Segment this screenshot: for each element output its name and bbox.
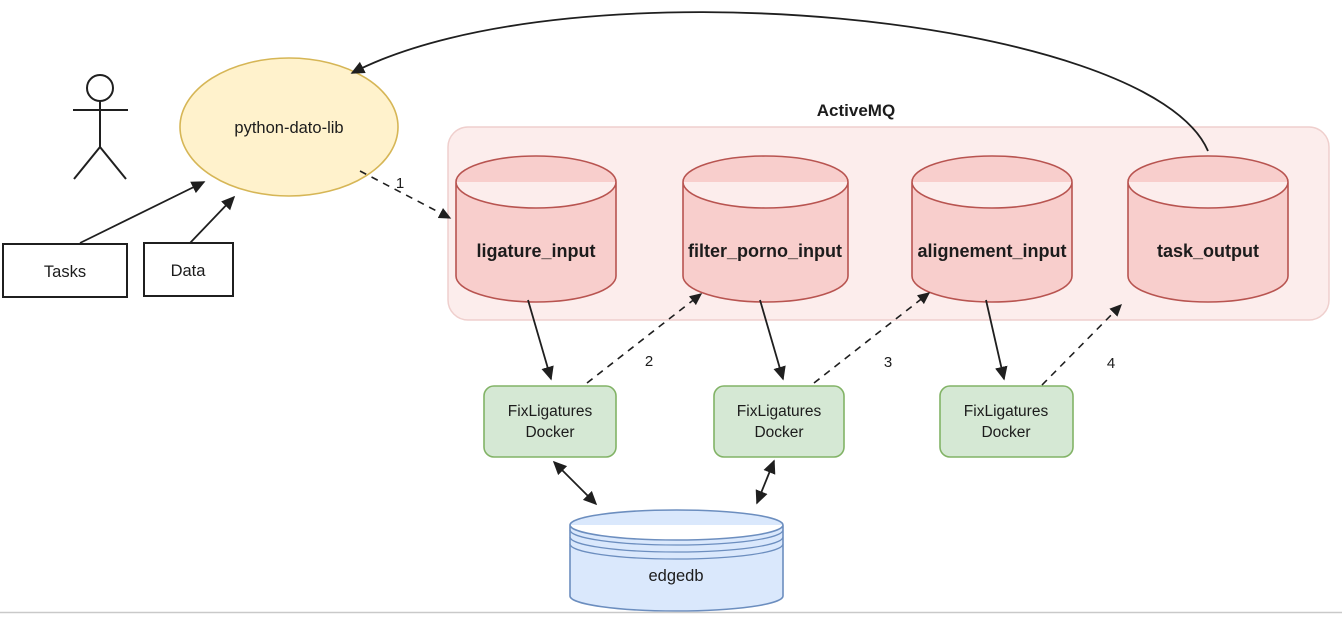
worker-box-1: FixLigatures Docker <box>483 385 617 458</box>
edge-label-2: 2 <box>645 353 653 370</box>
queue-cylinder-task-output: task_output <box>1127 155 1289 303</box>
edge-task-output-to-lib <box>350 11 1209 152</box>
edge-worker3-to-task-output <box>1041 303 1122 386</box>
edge-label-3: 3 <box>884 354 892 371</box>
queue-cylinder-alignement-input: alignement_input <box>911 155 1073 303</box>
queue-label-task-output: task_output <box>1157 241 1259 261</box>
tasks-label: Tasks <box>44 263 86 281</box>
edge-worker2-to-alignement-queue <box>813 292 931 384</box>
data-box: Data <box>143 242 234 297</box>
activemq-container <box>447 126 1330 321</box>
worker-1-label-line2: Docker <box>525 424 574 441</box>
edge-data-to-lib <box>189 195 236 244</box>
edge-filter-queue-to-worker2 <box>759 299 786 381</box>
edge-label-4: 4 <box>1107 355 1115 372</box>
worker-2-label-line2: Docker <box>754 424 803 441</box>
queue-cylinder-filter-porno-input: filter_porno_input <box>682 155 849 303</box>
worker-2-label-line1: FixLigatures <box>737 403 822 420</box>
edgedb-cylinder: edgedb <box>569 509 784 612</box>
worker-box-2: FixLigatures Docker <box>713 385 845 458</box>
edge-alignement-queue-to-worker3 <box>985 299 1008 381</box>
queue-label-ligature-input: ligature_input <box>476 241 595 261</box>
activemq-title: ActiveMQ <box>817 101 895 120</box>
actor-icon <box>73 74 128 180</box>
python-dato-lib-label: python-dato-lib <box>234 119 343 137</box>
edgedb-label: edgedb <box>648 567 703 585</box>
worker-3-label-line1: FixLigatures <box>964 403 1049 420</box>
worker-1-label-line1: FixLigatures <box>508 403 593 420</box>
queue-label-filter-porno-input: filter_porno_input <box>688 241 842 261</box>
edge-tasks-to-lib <box>79 181 206 244</box>
queue-label-alignement-input: alignement_input <box>917 241 1066 261</box>
edge-ligature-queue-to-worker1 <box>527 299 554 381</box>
edge-worker1-edgedb <box>552 460 598 506</box>
worker-box-3: FixLigatures Docker <box>939 385 1074 458</box>
queue-cylinder-ligature-input: ligature_input <box>455 155 617 303</box>
tasks-box: Tasks <box>2 243 128 298</box>
edge-worker2-edgedb <box>755 459 776 505</box>
worker-3-label-line2: Docker <box>981 424 1030 441</box>
edge-lib-to-ligature-queue <box>359 170 452 219</box>
data-label: Data <box>171 262 207 280</box>
edge-worker1-to-filter-queue <box>586 293 703 384</box>
python-dato-lib-node: python-dato-lib <box>179 57 399 197</box>
edge-label-1: 1 <box>396 175 404 192</box>
